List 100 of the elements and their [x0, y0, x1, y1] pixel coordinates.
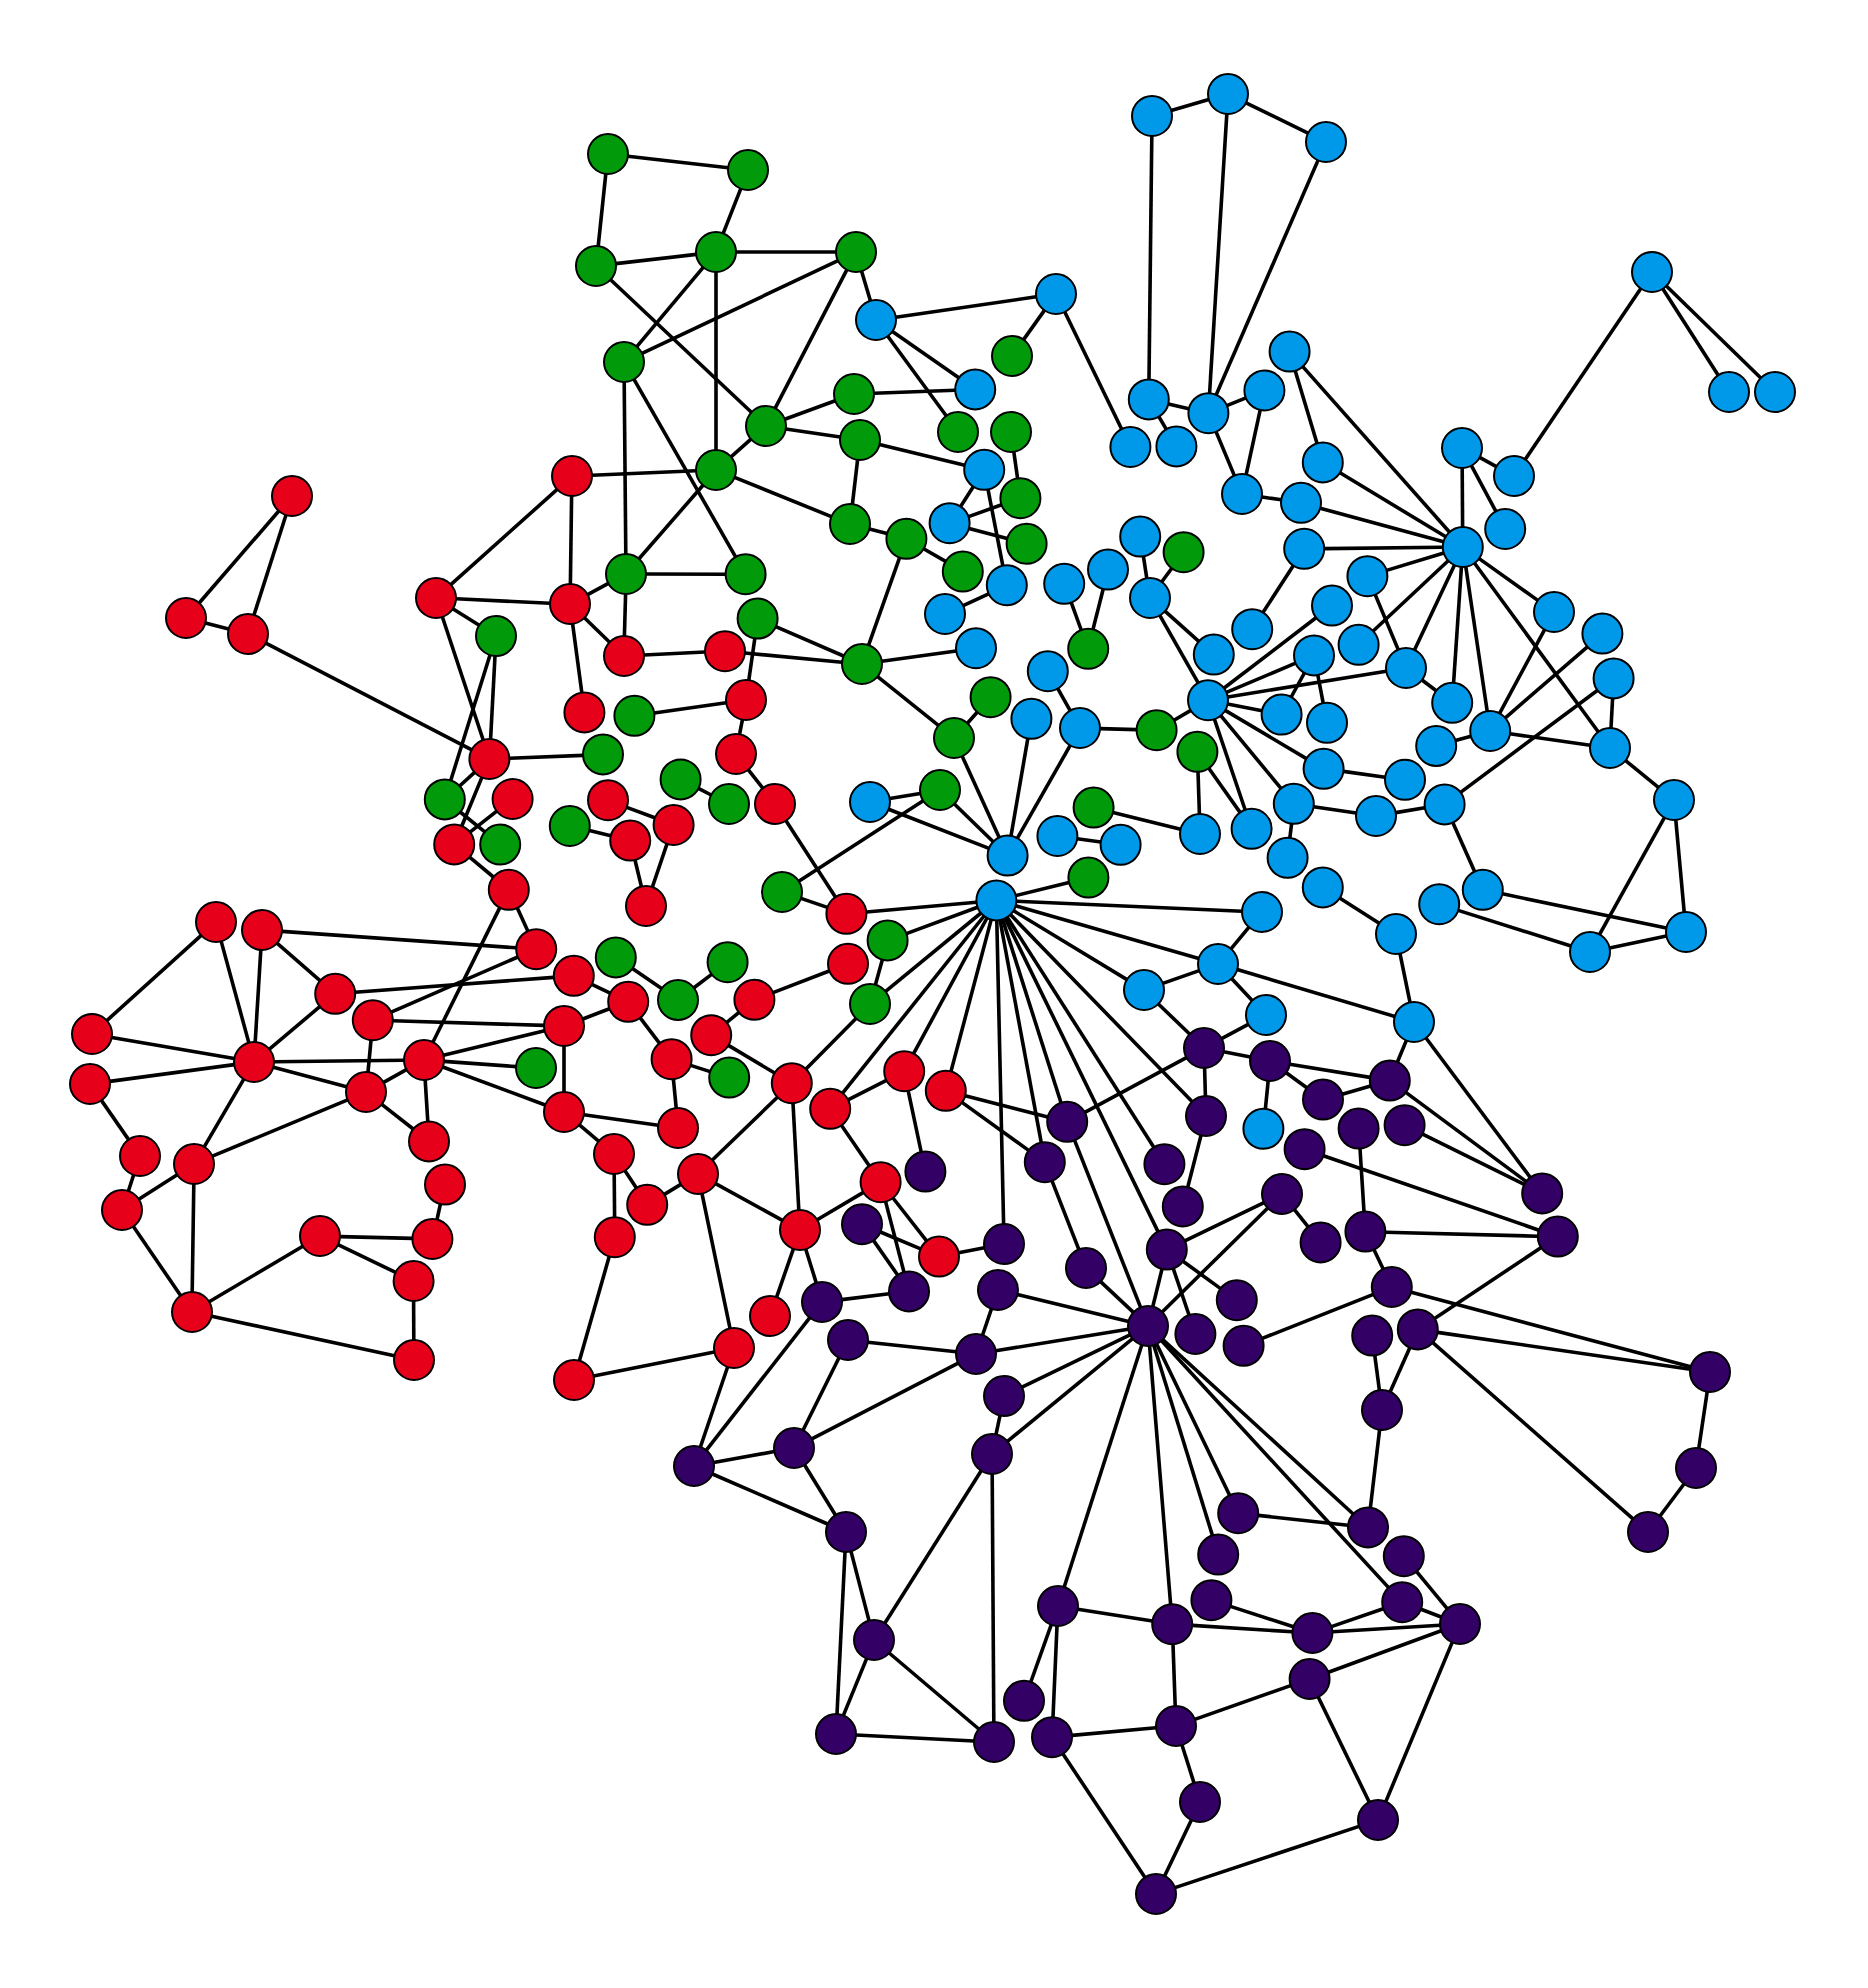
connector-line	[867, 1340, 957, 1354]
connector-line	[1697, 1391, 1709, 1449]
network-node	[1099, 823, 1142, 866]
network-node	[393, 1339, 435, 1381]
network-node	[1431, 681, 1474, 724]
connector-line	[1147, 136, 1154, 380]
connector-line	[873, 959, 885, 986]
connector-line	[440, 616, 485, 741]
network-node	[1589, 727, 1631, 769]
connector-line	[1181, 1259, 1222, 1291]
network-node	[690, 1014, 733, 1057]
network-node	[1183, 1027, 1225, 1069]
network-node	[582, 733, 624, 776]
network-node	[975, 879, 1018, 922]
connector-line	[1371, 559, 1450, 633]
connector-line	[1459, 688, 1599, 794]
network-node	[695, 449, 737, 491]
connector-line	[204, 621, 230, 631]
connector-line	[1478, 455, 1498, 469]
connector-line	[841, 1292, 890, 1302]
network-node	[1423, 783, 1466, 826]
connector-line	[1062, 1344, 1144, 1588]
connector-line	[1160, 1339, 1390, 1589]
network-node	[1037, 1585, 1079, 1627]
network-node	[587, 133, 629, 175]
network-node	[971, 1433, 1013, 1475]
connector-line	[1289, 1062, 1371, 1080]
connector-line	[1431, 1341, 1635, 1521]
connector-line	[622, 593, 628, 637]
network-node	[1441, 526, 1484, 568]
connector-line	[986, 489, 1005, 566]
network-node	[1418, 883, 1461, 926]
connector-line	[578, 1123, 600, 1143]
connector-line	[1099, 1280, 1135, 1314]
connector-line	[1009, 738, 1030, 837]
connector-line	[1395, 1039, 1409, 1063]
connector-line	[964, 1094, 1049, 1119]
connector-line	[1373, 593, 1400, 651]
connector-line	[1412, 564, 1457, 651]
connector-line	[1016, 1292, 1130, 1324]
connector-line	[962, 592, 990, 608]
network-node	[475, 615, 517, 657]
connector-line	[849, 1550, 871, 1622]
connector-line	[968, 503, 1003, 519]
connector-line	[1214, 159, 1320, 396]
network-node	[548, 805, 591, 847]
connector-line	[638, 1016, 661, 1045]
network-node	[1129, 577, 1171, 619]
connector-line	[859, 270, 873, 302]
connector-line	[1000, 918, 1063, 1104]
connector-line	[641, 258, 839, 356]
connector-line	[1523, 287, 1643, 461]
network-node	[924, 1069, 967, 1112]
network-node	[991, 335, 1033, 377]
connector-line	[998, 919, 1043, 1143]
network-node	[1197, 1533, 1240, 1576]
connector-line	[468, 855, 495, 879]
connector-line	[219, 940, 251, 1044]
network-node	[941, 550, 984, 593]
connector-line	[591, 982, 611, 995]
connector-line	[1358, 1148, 1366, 1212]
network-node	[1145, 1228, 1188, 1271]
network-node	[866, 919, 909, 962]
connector-line	[889, 791, 921, 801]
connector-line	[906, 1090, 923, 1153]
connector-line	[879, 1230, 922, 1251]
connector-line	[1222, 616, 1318, 690]
connector-line	[922, 547, 947, 563]
network-node	[593, 1216, 636, 1259]
network-node	[119, 1135, 161, 1177]
network-node	[849, 983, 891, 1025]
connector-line	[1229, 926, 1251, 950]
network-node	[1370, 1266, 1413, 1308]
network-node	[1306, 701, 1348, 744]
network-node	[1288, 1658, 1331, 1700]
connector-line	[1015, 904, 1200, 961]
network-node	[715, 733, 757, 775]
network-node	[825, 1511, 867, 1553]
connector-line	[1661, 287, 1720, 377]
connector-line	[705, 1316, 811, 1452]
connector-line	[1386, 551, 1445, 573]
network-node	[1291, 1612, 1334, 1654]
connector-line	[866, 557, 902, 646]
network-node	[977, 1269, 1019, 1311]
connector-line	[423, 1079, 430, 1122]
connector-line	[1332, 1623, 1441, 1634]
network-node	[1119, 515, 1162, 558]
network-node	[479, 823, 522, 866]
network-node	[1187, 392, 1230, 435]
network-node	[1179, 1781, 1221, 1823]
connector-line	[1154, 1343, 1232, 1496]
connector-line	[1071, 1726, 1157, 1738]
connector-line	[1457, 908, 1572, 948]
network-node	[1010, 697, 1053, 740]
network-node	[883, 1050, 926, 1093]
connector-line	[1152, 1344, 1215, 1536]
connector-line	[872, 1239, 900, 1277]
connector-line	[1316, 674, 1325, 704]
connector-line	[736, 250, 836, 254]
connector-line	[190, 1183, 196, 1293]
